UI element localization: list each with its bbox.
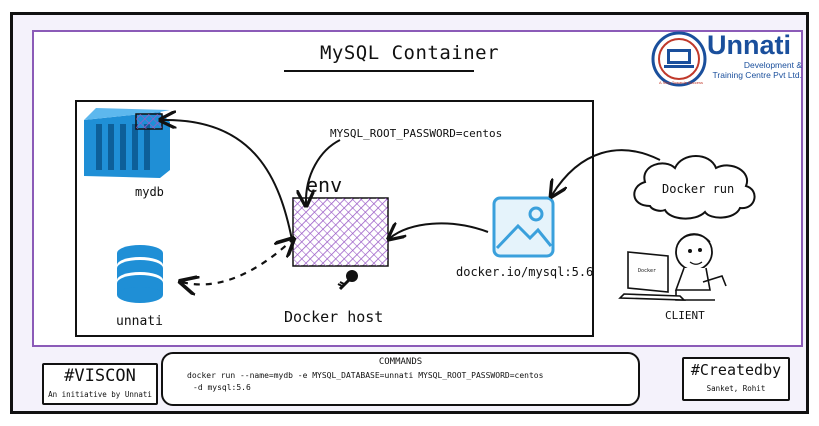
cloud-label: Docker run <box>662 182 734 196</box>
command-line-1: docker run --name=mydb -e MYSQL_DATABASE… <box>187 371 544 380</box>
docker-host-block <box>292 197 389 267</box>
logo-subtitle: Development & Training Centre Pvt Ltd. <box>702 60 802 80</box>
createdby-badge: #Createdby Sanket, Rohit <box>682 357 790 401</box>
logo-tagline: A Step Towards Success <box>659 80 703 85</box>
env-label: env <box>306 173 342 197</box>
createdby-names: Sanket, Rohit <box>706 384 766 393</box>
title-underline <box>284 70 474 72</box>
viscon-subtitle: An initiative by Unnati <box>48 390 152 399</box>
logo-name: Unnati <box>707 30 791 60</box>
image-label: docker.io/mysql:5.6 <box>456 265 593 279</box>
database-icon <box>117 245 163 303</box>
createdby-title: #Createdby <box>690 361 782 379</box>
arrow-db-host-bidirectional <box>182 240 292 284</box>
logo-subtitle-line2: Training Centre Pvt Ltd. <box>712 70 802 80</box>
container-label: mydb <box>135 185 164 199</box>
docker-host-box <box>75 100 594 337</box>
image-icon <box>492 196 555 258</box>
key-icon <box>337 270 358 291</box>
arrow-image-to-host <box>390 223 489 238</box>
laptop-icon: Docker <box>618 251 686 301</box>
docker-host-label: Docker host <box>284 308 383 326</box>
logo-subtitle-line1: Development & <box>743 60 802 70</box>
arrow-cloud-to-image <box>552 149 661 195</box>
env-var-text: MYSQL_ROOT_PASSWORD=centos <box>330 127 502 140</box>
client-label: CLIENT <box>665 309 705 322</box>
client-person-icon <box>674 233 727 301</box>
diagram-title: MySQL Container <box>319 42 500 64</box>
cloud-icon <box>633 155 756 220</box>
laptop-screen-text: Docker <box>638 268 656 274</box>
commands-box: COMMANDS docker run --name=mydb -e MYSQL… <box>161 352 640 406</box>
commands-title: COMMANDS <box>378 357 423 367</box>
container-volume-box <box>135 113 163 130</box>
arrow-env-var-to-host <box>306 139 341 204</box>
arrow-host-to-container <box>162 120 293 241</box>
viscon-title: #VISCON <box>64 366 136 386</box>
viscon-badge: #VISCON An initiative by Unnati <box>42 363 158 405</box>
database-label: unnati <box>116 314 163 329</box>
command-line-2: -d mysql:5.6 <box>193 383 251 392</box>
